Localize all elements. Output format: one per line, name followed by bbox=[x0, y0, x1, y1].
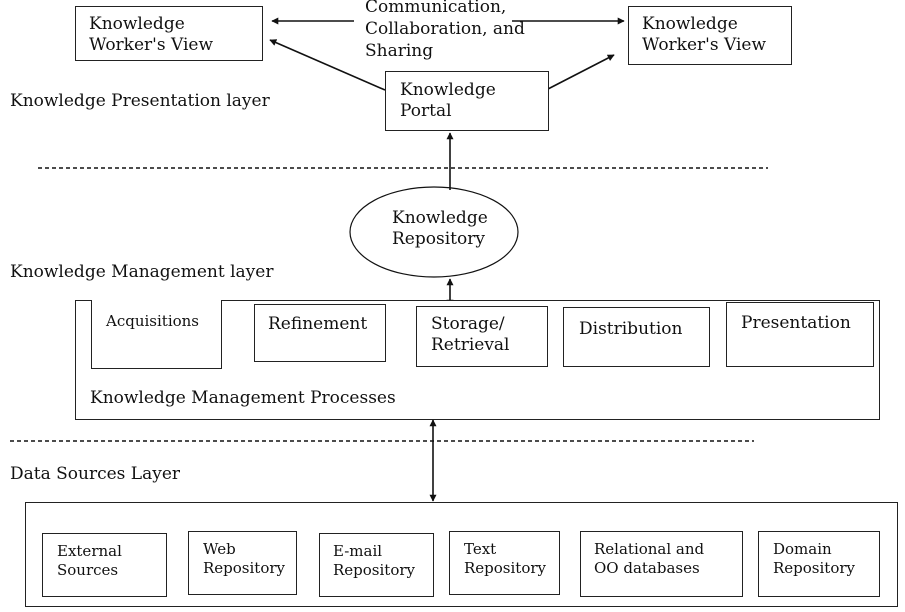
source-external-label: External Sources bbox=[57, 542, 122, 579]
process-presentation-label: Presentation bbox=[741, 313, 851, 333]
source-relational-label: Relational and OO databases bbox=[594, 540, 705, 577]
source-external-box: External Sources bbox=[42, 533, 167, 597]
processes-label: Knowledge Management Processes bbox=[90, 388, 396, 408]
source-domain-box: Domain Repository bbox=[758, 531, 880, 597]
knowledge-portal-label: Knowledge Portal bbox=[400, 80, 496, 122]
knowledge-portal-box: Knowledge Portal bbox=[385, 71, 549, 131]
process-acquisitions-label: Acquisitions bbox=[106, 312, 200, 330]
presentation-layer-label: Knowledge Presentation layer bbox=[10, 91, 270, 111]
source-domain-label: Domain Repository bbox=[773, 540, 856, 577]
process-refinement-label: Refinement bbox=[268, 314, 368, 334]
source-web-box: Web Repository bbox=[188, 531, 297, 595]
right-worker-view-box: Knowledge Worker's View bbox=[628, 6, 792, 65]
source-web-label: Web Repository bbox=[203, 540, 286, 577]
process-storage-box: Storage/ Retrieval bbox=[416, 306, 548, 367]
process-distribution-label: Distribution bbox=[579, 319, 683, 339]
communication-label: Communication, Collaboration, and Sharin… bbox=[365, 0, 525, 61]
right-worker-view-label: Knowledge Worker's View bbox=[642, 14, 766, 56]
process-refinement-box: Refinement bbox=[254, 304, 386, 362]
data-sources-layer-label: Data Sources Layer bbox=[10, 464, 181, 484]
source-text-box: Text Repository bbox=[449, 531, 560, 595]
knowledge-repository-label: Knowledge Repository bbox=[392, 208, 488, 250]
source-email-label: E-mail Repository bbox=[333, 542, 416, 579]
management-layer-label: Knowledge Management layer bbox=[10, 262, 274, 282]
arrow-portal-right-view bbox=[547, 54, 615, 90]
process-storage-label: Storage/ Retrieval bbox=[431, 314, 510, 356]
process-presentation-box: Presentation bbox=[726, 302, 874, 367]
source-text-label: Text Repository bbox=[464, 540, 547, 577]
source-email-box: E-mail Repository bbox=[319, 533, 434, 597]
left-worker-view-box: Knowledge Worker's View bbox=[75, 6, 263, 61]
process-acquisitions-box: Acquisitions bbox=[91, 300, 222, 369]
left-worker-view-label: Knowledge Worker's View bbox=[89, 14, 213, 56]
process-distribution-box: Distribution bbox=[563, 307, 710, 367]
source-relational-box: Relational and OO databases bbox=[580, 531, 743, 597]
